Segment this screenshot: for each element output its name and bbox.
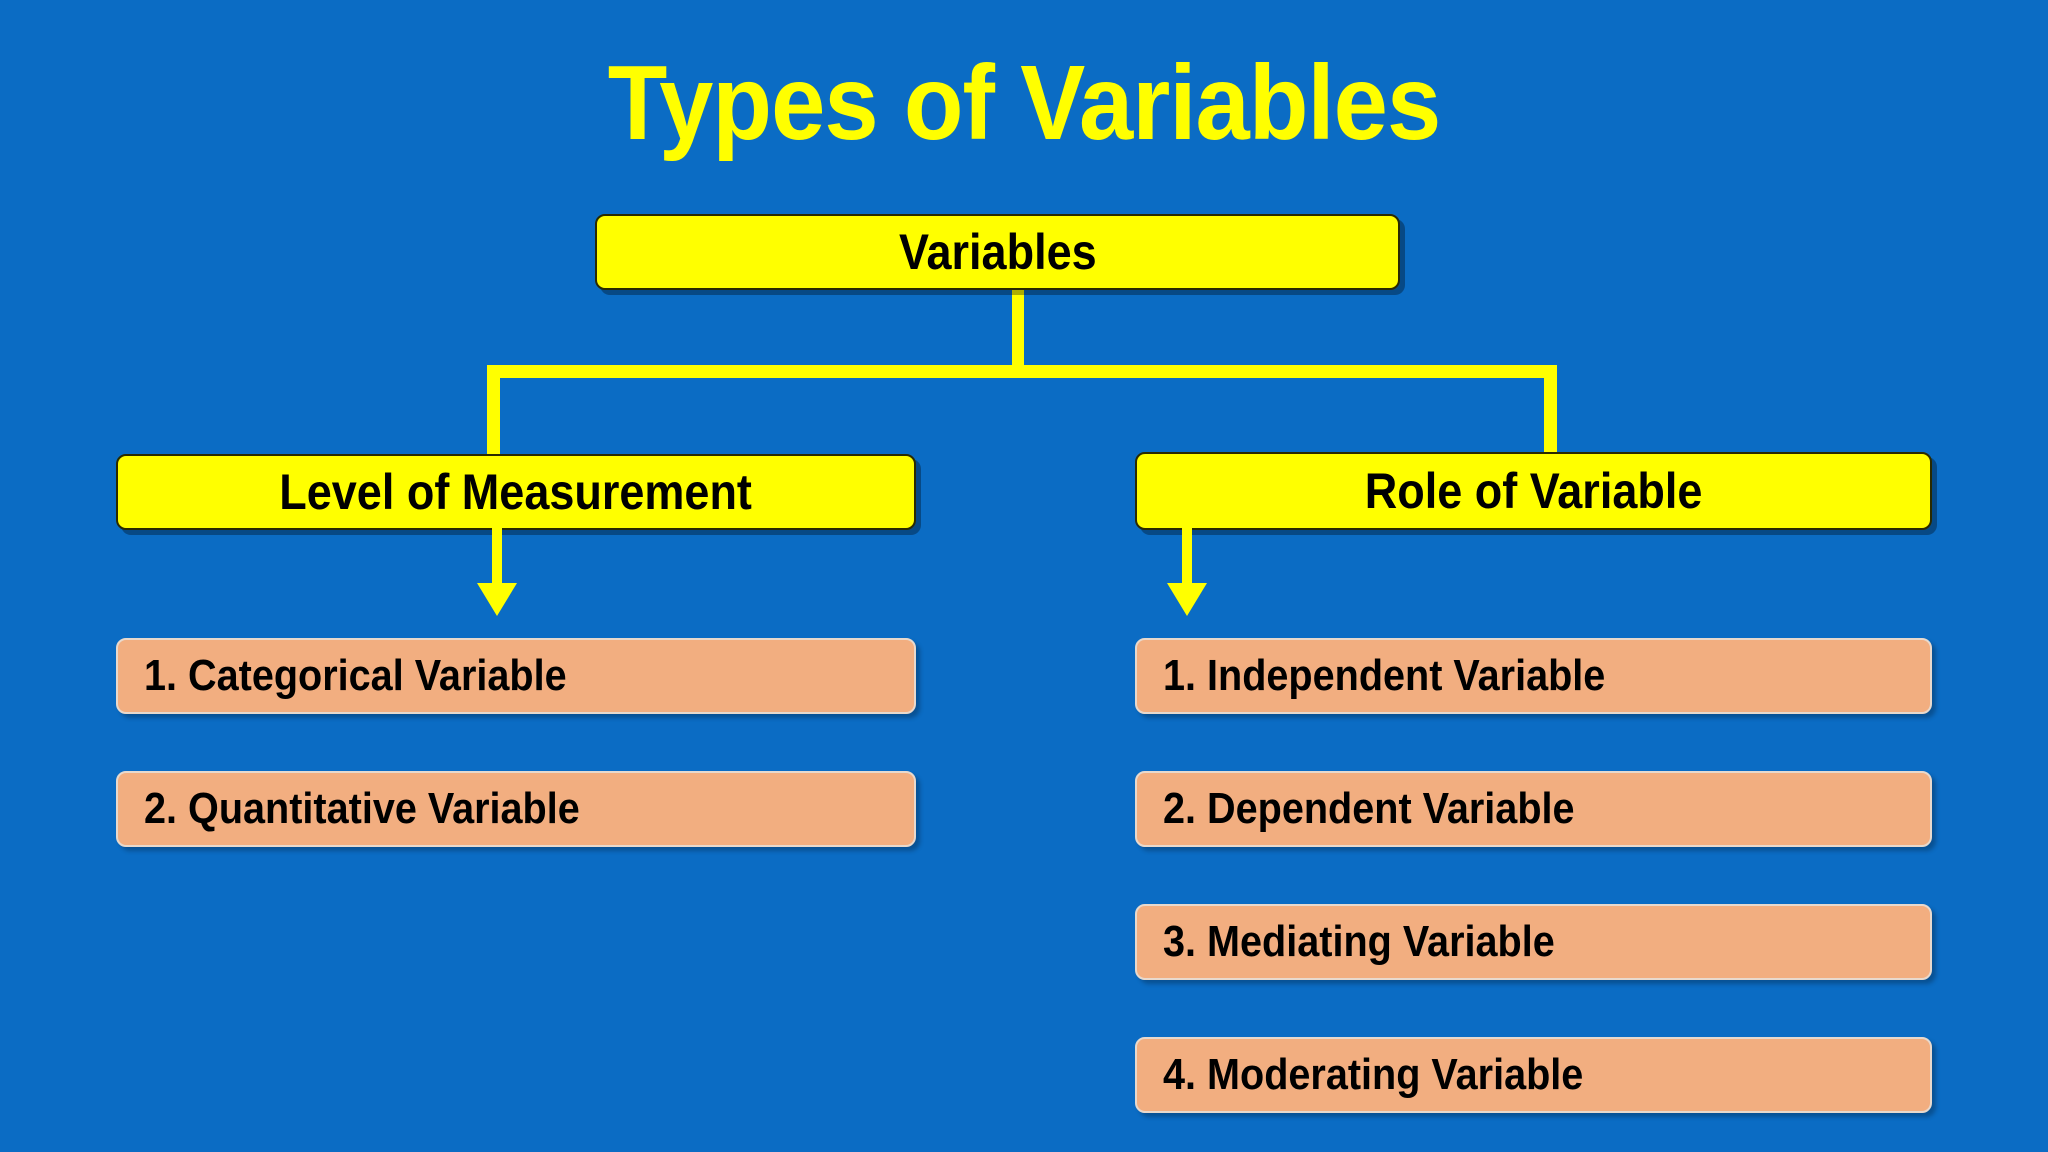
connector-root-stem [1012, 288, 1024, 370]
node-independent-variable[interactable]: 1. Independent Variable [1135, 638, 1932, 714]
node-dependent-variable[interactable]: 2. Dependent Variable [1135, 771, 1932, 847]
node-quantitative-variable[interactable]: 2. Quantitative Variable [116, 771, 916, 847]
node-quantitative-variable-label: 2. Quantitative Variable [144, 784, 580, 833]
node-dependent-variable-label: 2. Dependent Variable [1163, 784, 1575, 833]
connector-horizontal-bar [487, 365, 1557, 378]
node-moderating-variable[interactable]: 4. Moderating Variable [1135, 1037, 1932, 1113]
node-role-of-variable-label: Role of Variable [1364, 463, 1703, 519]
node-independent-variable-label: 1. Independent Variable [1163, 651, 1606, 700]
connector-right-drop [1544, 365, 1557, 457]
node-level-of-measurement[interactable]: Level of Measurement [116, 454, 916, 530]
node-level-of-measurement-label: Level of Measurement [279, 464, 753, 520]
node-moderating-variable-label: 4. Moderating Variable [1163, 1050, 1584, 1099]
arrow-down-icon-right [1167, 528, 1207, 616]
node-mediating-variable-label: 3. Mediating Variable [1163, 917, 1555, 966]
node-categorical-variable-label: 1. Categorical Variable [144, 651, 567, 700]
connector-left-drop [487, 365, 500, 459]
node-mediating-variable[interactable]: 3. Mediating Variable [1135, 904, 1932, 980]
node-variables-label: Variables [898, 224, 1097, 280]
node-categorical-variable[interactable]: 1. Categorical Variable [116, 638, 916, 714]
node-variables[interactable]: Variables [595, 214, 1400, 290]
page-title: Types of Variables [607, 44, 1442, 162]
node-role-of-variable[interactable]: Role of Variable [1135, 452, 1932, 530]
arrow-down-icon-left [477, 528, 517, 616]
